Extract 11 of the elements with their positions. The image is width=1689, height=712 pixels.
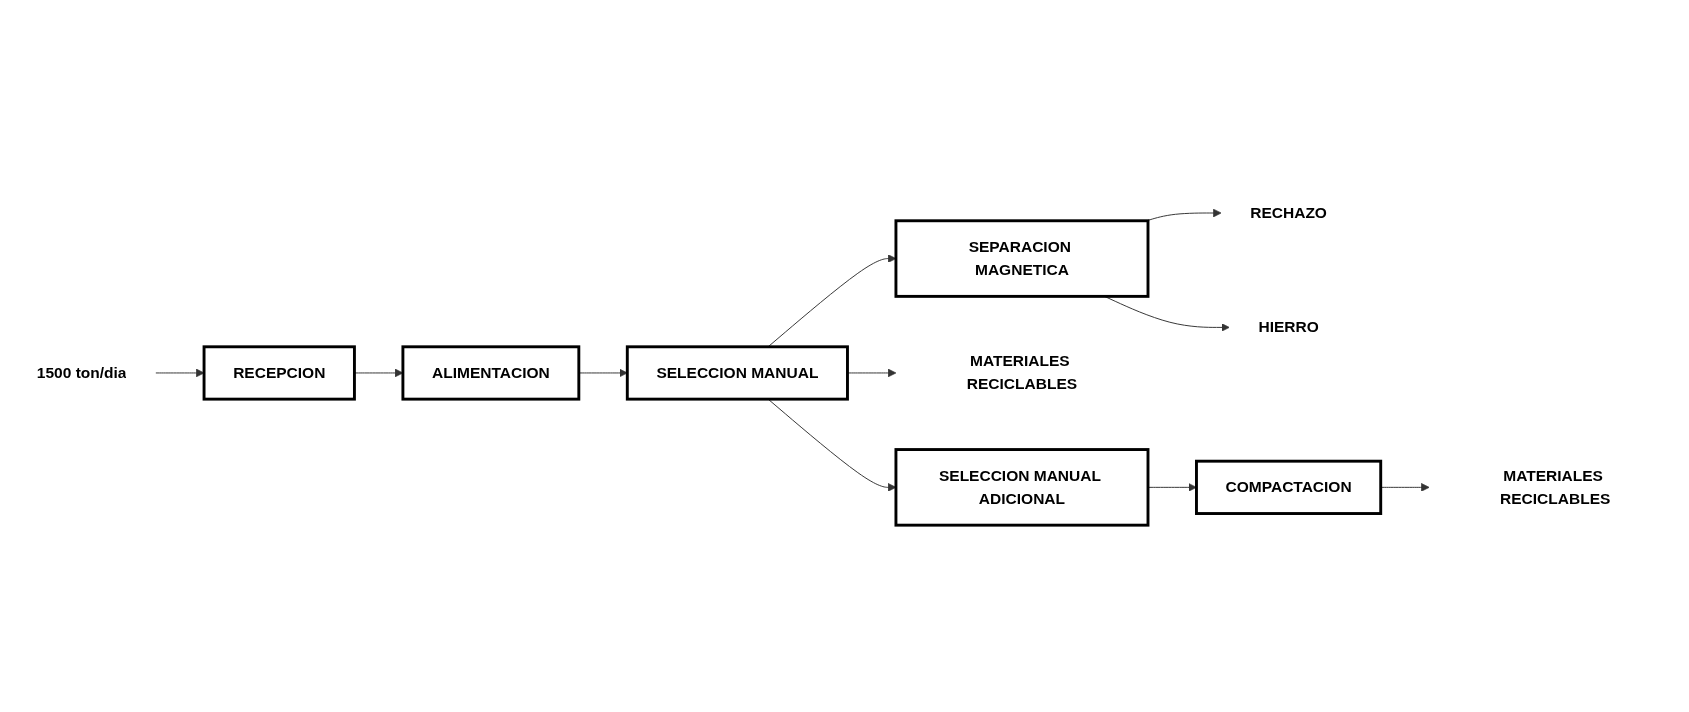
node-text: 1500 ton/dia [36, 364, 127, 381]
node-text: RECHAZO [1250, 204, 1327, 221]
node-text: MATERIALES RECICLABLES [1500, 467, 1611, 507]
node-box: COMPACTACION [1195, 459, 1383, 515]
node-text: HIERRO [1258, 318, 1319, 336]
node-box: RECEPCION [202, 345, 356, 401]
node-box: SELECCION MANUAL ADICIONAL [894, 448, 1150, 527]
node-box: SELECCION MANUAL [625, 345, 849, 401]
node-text: MATERIALES RECICLABLES [966, 352, 1078, 393]
node-box: SEPARACION MAGNETICA [894, 219, 1150, 298]
node-box: ALIMENTACION [401, 345, 581, 401]
